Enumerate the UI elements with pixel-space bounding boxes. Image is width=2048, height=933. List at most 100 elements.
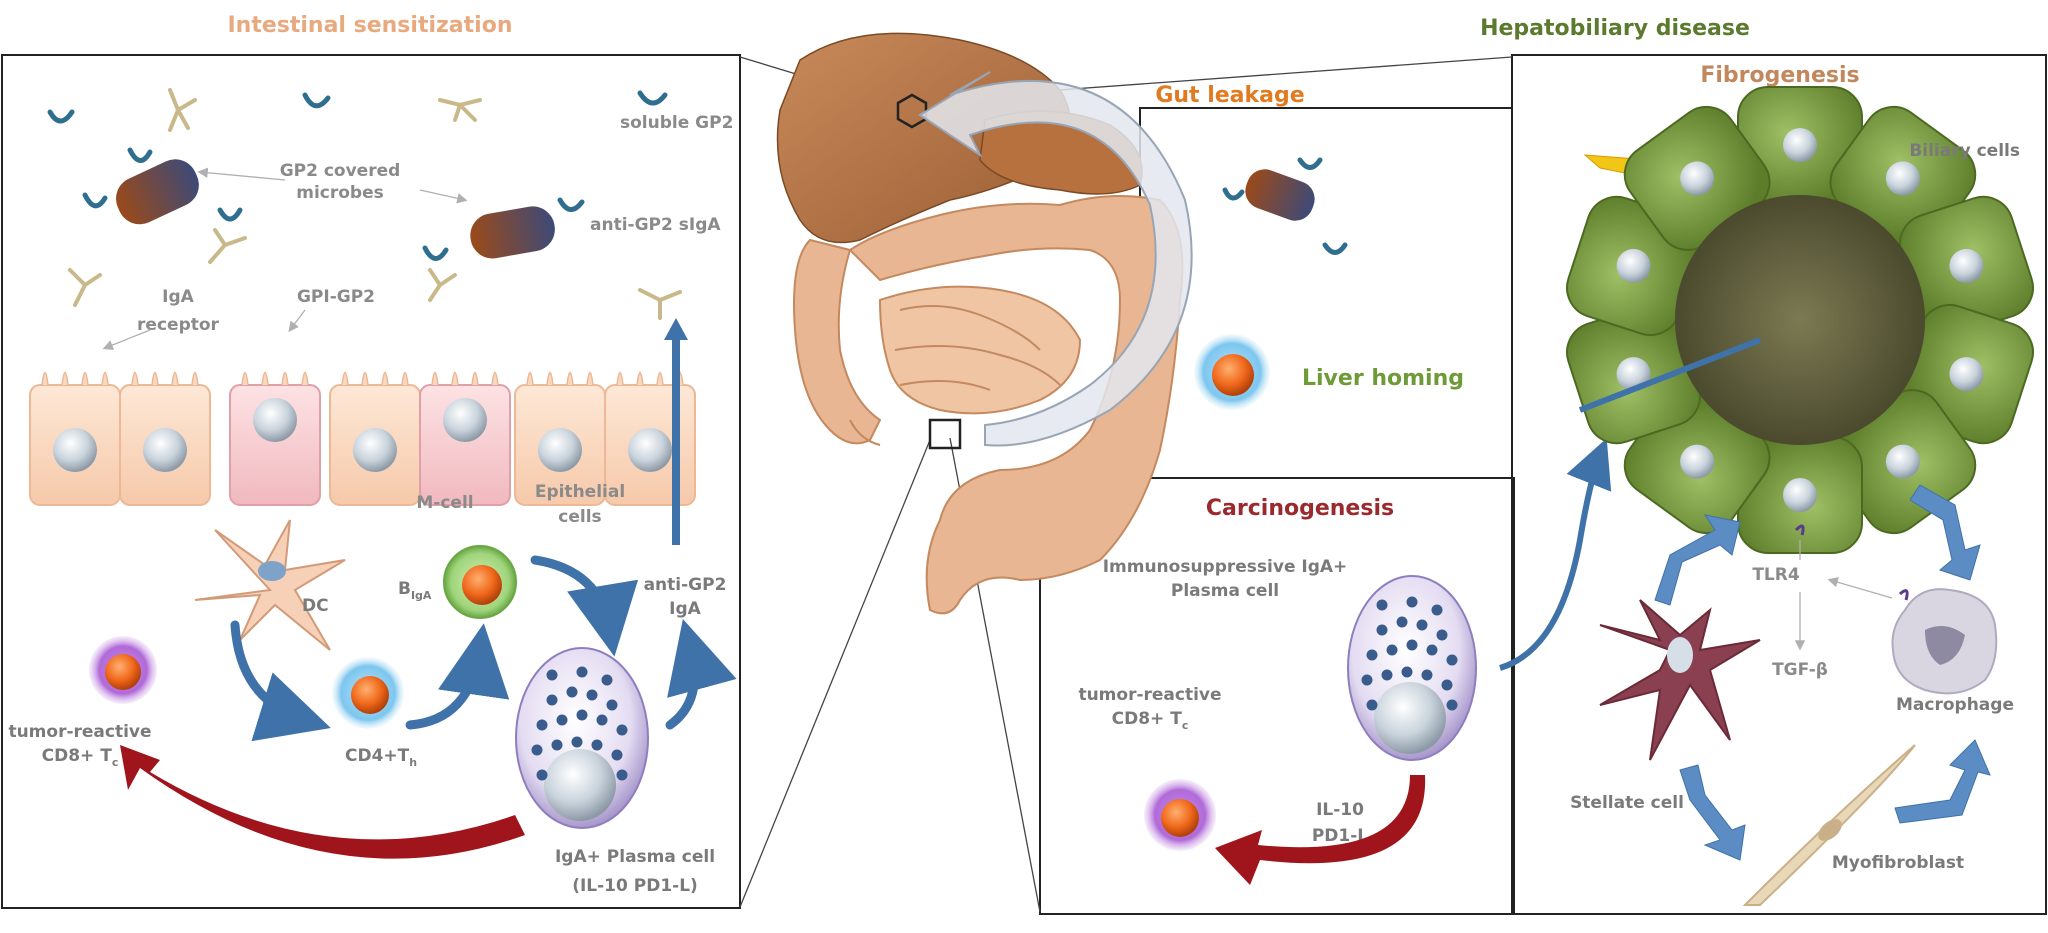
gut-leakage-label: Gut leakage xyxy=(1155,83,1304,108)
plasma-granule xyxy=(1386,644,1398,656)
plasma-granule xyxy=(1361,674,1373,686)
gp2-covered-microbe-1 xyxy=(116,159,199,225)
immunosuppressive-label-2: Plasma cell xyxy=(1171,581,1279,601)
transcytosis-arrow xyxy=(672,335,680,545)
plasma-granule xyxy=(536,769,548,781)
plasma-granule xyxy=(616,769,628,781)
liver-homing-label: Liver homing xyxy=(1302,366,1464,391)
tumor-reactive-cd8-cell-right xyxy=(1144,779,1216,851)
tumor-reactive-label-right-1: tumor-reactive xyxy=(1078,685,1221,705)
fibrogenesis-title: Fibrogenesis xyxy=(1700,63,1859,88)
intestinal-sensitization-title: Intestinal sensitization xyxy=(227,13,512,38)
epithelial-cell xyxy=(514,371,606,506)
intestinal-panel-border xyxy=(1,54,741,909)
iga-plasma-cell-label: IgA+ Plasma cell xyxy=(555,847,715,867)
epithelial-layer xyxy=(29,371,696,506)
plasma-granule xyxy=(1436,629,1448,641)
gpi-gp2-label: GPI-GP2 xyxy=(297,287,375,307)
red-suppression-arrow-right xyxy=(1215,775,1426,885)
epithelial-cell xyxy=(119,371,211,506)
tumor-reactive-label-left-2: CD8+ Tc xyxy=(42,746,119,769)
immunosuppressive-label-1: Immunosuppressive IgA+ xyxy=(1103,557,1348,577)
m-cell-label: M-cell xyxy=(416,493,473,513)
plasma-to-biliary-arrow xyxy=(1499,438,1612,671)
plasma-granule xyxy=(546,669,558,681)
anti-gp2-iga-label-1: anti-GP2 xyxy=(644,575,727,595)
igA-penetration-arrow xyxy=(1578,337,1762,413)
iga-receptor-label-2: receptor xyxy=(137,315,219,335)
m-cell-body xyxy=(229,371,321,506)
biliary-cells-label: Biliary cells xyxy=(1909,141,2020,161)
hepatobiliary-disease-title: Hepatobiliary disease xyxy=(1480,16,1750,41)
plasma-granule xyxy=(1416,619,1428,631)
epithelial-cells-label-2: cells xyxy=(558,507,601,527)
plasma-granule xyxy=(576,709,588,721)
gut-to-liver-arrow xyxy=(918,71,1193,447)
iga-plasma-cell-left xyxy=(515,647,649,829)
biliary-cell xyxy=(1898,195,2034,337)
igA-antibodies-lumen xyxy=(68,88,682,320)
hepatobiliary-panel-border xyxy=(1139,107,1512,478)
stellate-cell xyxy=(1599,599,1761,761)
soluble-gp2-label: soluble GP2 xyxy=(620,113,733,133)
dendritic-cell xyxy=(194,519,346,651)
plasma-granule xyxy=(1366,649,1378,661)
epithelial-cell xyxy=(29,371,121,506)
tumor-reactive-label-left-1: tumor-reactive xyxy=(8,722,151,742)
immune-process-arrows xyxy=(230,555,737,742)
plasma-granule xyxy=(586,689,598,701)
plasma-granule xyxy=(601,674,613,686)
plasma-granule xyxy=(591,739,603,751)
il10-label-right: IL-10 xyxy=(1316,800,1364,820)
carcinogenesis-title: Carcinogenesis xyxy=(1206,496,1394,521)
plasma-granule xyxy=(1431,604,1443,616)
plasma-granule xyxy=(1446,699,1458,711)
plasma-granule xyxy=(616,724,628,736)
gp2-covered-microbe-2 xyxy=(470,206,555,259)
tumor-reactive-label-right-2: CD8+ Tc xyxy=(1112,709,1189,732)
tlr4-label: TLR4 xyxy=(1752,565,1800,585)
plasma-granule xyxy=(1441,679,1453,691)
intestine-square-marker xyxy=(928,418,962,450)
plasma-granule xyxy=(606,699,618,711)
gp2-covered-microbes-label-2: microbes xyxy=(296,183,384,203)
b-iga-cell xyxy=(443,545,517,619)
m-cell-body xyxy=(419,371,511,506)
gp2-covered-microbes-label-1: GP2 covered xyxy=(280,161,401,181)
plasma-granule xyxy=(566,686,578,698)
anti-gp2-siga-label: anti-GP2 sIgA xyxy=(590,215,721,235)
plasma-granule xyxy=(531,744,543,756)
plasma-granule xyxy=(1406,596,1418,608)
cd4-th-label: CD4+Th xyxy=(345,746,417,769)
tgf-beta-label: TGF-β xyxy=(1772,660,1828,680)
fibrogenesis-cycle-arrows xyxy=(1654,484,1991,861)
soluble-gp2-molecules xyxy=(47,90,668,261)
plasma-granule xyxy=(1421,669,1433,681)
pd1l-label-right: PD1-L xyxy=(1312,826,1368,846)
myofibroblast-label: Myofibroblast xyxy=(1832,853,1964,873)
anti-gp2-iga-label-2: IgA xyxy=(669,599,701,619)
plasma-granule xyxy=(556,714,568,726)
plasma-granule xyxy=(1381,669,1393,681)
plasma-granule xyxy=(551,739,563,751)
iga-receptor-label-1: IgA xyxy=(162,287,194,307)
plasma-granule xyxy=(1376,624,1388,636)
b-iga-label: BIgA xyxy=(398,579,432,602)
plasma-granule xyxy=(576,666,588,678)
plasma-granule xyxy=(1446,654,1458,666)
myofibroblast-cell xyxy=(1742,744,1916,906)
tumor-reactive-cd8-cell-left xyxy=(89,636,157,704)
epithelial-cell xyxy=(329,371,421,506)
plasma-granule xyxy=(571,736,583,748)
macrophage-cell xyxy=(1891,588,1998,695)
dc-label: DC xyxy=(302,596,329,616)
plasma-granule xyxy=(596,714,608,726)
plasma-granule xyxy=(611,749,623,761)
liver-homing-cell xyxy=(1194,334,1270,410)
plasma-granule xyxy=(546,694,558,706)
plasma-granule xyxy=(536,719,548,731)
epithelial-cells-label-1: Epithelial xyxy=(535,482,625,502)
plasma-granule xyxy=(1426,644,1438,656)
